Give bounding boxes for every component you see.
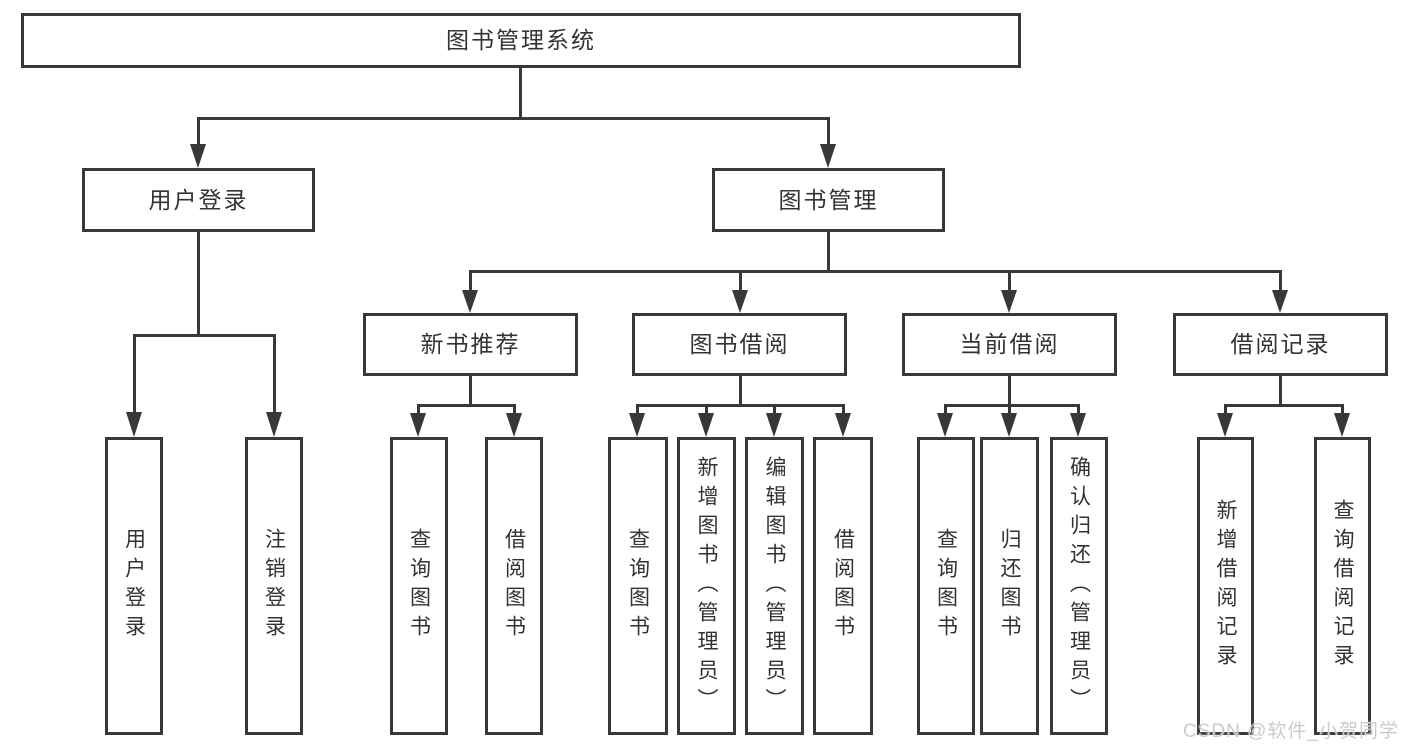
connector-arrow-stem-query-borrow-record [1341, 404, 1344, 416]
connector-arrow-stem-query-books-recommend [417, 404, 420, 416]
arrowhead-leaf-user-login [126, 412, 142, 437]
leaf-query-borrow-record: 查询借阅记录 [1314, 437, 1371, 735]
connector-arrow-stem-edit-books [773, 404, 776, 416]
connector-arrow-stem-confirm-return [1077, 404, 1080, 416]
connector-arrow-stem-user-login [197, 117, 200, 147]
arrowhead-query-borrow-record [1334, 413, 1350, 437]
connector-arrow-stem-borrow-books-recommend [513, 404, 516, 416]
arrowhead-query-books-borrow [629, 413, 645, 437]
connector-root-stem [519, 68, 522, 118]
leaf-query-books-recommend: 查询图书 [390, 437, 448, 735]
node-new-book-recommend: 新书推荐 [363, 313, 578, 376]
connector-book-borrow-stem [739, 376, 742, 406]
connector-new-book-recommend-horizontal [417, 404, 516, 407]
connector-level3-horizontal [469, 270, 1281, 273]
node-book-management: 图书管理 [712, 168, 945, 232]
arrowhead-borrow-books-borrow [835, 413, 851, 437]
arrowhead-add-books [698, 413, 714, 437]
connector-current-borrow-horizontal [944, 404, 1080, 407]
leaf-query-books-borrow: 查询图书 [608, 437, 668, 735]
connector-arrow-stem-leaf-logout [273, 334, 276, 414]
arrowhead-user-login [190, 144, 206, 168]
connector-new-book-recommend-stem [469, 376, 472, 406]
leaf-add-books-admin: 新增图书（管理员） [677, 437, 736, 735]
leaf-confirm-return-admin: 确认归还（管理员） [1050, 437, 1108, 735]
connector-arrow-stem-add-borrow-record [1224, 404, 1227, 416]
leaf-borrow-books-recommend: 借阅图书 [485, 437, 543, 735]
leaf-add-borrow-record: 新增借阅记录 [1197, 437, 1254, 735]
arrowhead-book-management [820, 144, 836, 168]
connector-arrow-stem-query-books-current [944, 404, 947, 416]
node-borrow-records: 借阅记录 [1173, 313, 1388, 376]
arrowhead-edit-books [766, 413, 782, 437]
node-book-borrow: 图书借阅 [632, 313, 847, 376]
connector-book-management-stem [827, 232, 830, 272]
arrowhead-borrow-records [1272, 290, 1288, 313]
watermark: CSDN @软件_小贺同学 [1183, 721, 1399, 742]
arrowhead-return-books [1001, 413, 1017, 437]
arrowhead-borrow-books-recommend [506, 413, 522, 437]
arrowhead-new-book-recommend [462, 290, 478, 313]
connector-book-borrow-horizontal [636, 404, 845, 407]
connector-arrow-stem-query-books-borrow [636, 404, 639, 416]
leaf-user-login: 用户登录 [105, 437, 163, 735]
node-user-login: 用户登录 [82, 168, 315, 232]
node-root: 图书管理系统 [21, 13, 1021, 68]
connector-level2-horizontal [197, 117, 830, 120]
connector-arrow-stem-return-books [1008, 404, 1011, 416]
connector-arrow-stem-new-book-recommend [469, 270, 472, 292]
connector-arrow-stem-borrow-records [1279, 270, 1282, 292]
leaf-return-books: 归还图书 [980, 437, 1039, 735]
arrowhead-current-borrow [1001, 290, 1017, 313]
connector-arrow-stem-current-borrow [1008, 270, 1011, 292]
connector-user-login-stem [197, 232, 200, 335]
leaf-borrow-books-borrow: 借阅图书 [813, 437, 873, 735]
arrowhead-confirm-return [1070, 413, 1086, 437]
leaf-edit-books-admin: 编辑图书（管理员） [745, 437, 804, 735]
connector-borrow-records-stem [1279, 376, 1282, 406]
arrowhead-add-borrow-record [1217, 413, 1233, 437]
arrowhead-leaf-logout [266, 412, 282, 437]
connector-arrow-stem-leaf-user-login [133, 334, 136, 414]
connector-arrow-stem-borrow-books-borrow [842, 404, 845, 416]
arrowhead-query-books-recommend [410, 413, 426, 437]
connector-user-login-horizontal [133, 334, 276, 337]
connector-current-borrow-stem [1008, 376, 1011, 406]
leaf-logout: 注销登录 [245, 437, 303, 735]
arrowhead-query-books-current [937, 413, 953, 437]
connector-borrow-records-horizontal [1224, 404, 1344, 407]
arrowhead-book-borrow [732, 290, 748, 313]
connector-arrow-stem-add-books [705, 404, 708, 416]
connector-arrow-stem-book-management [827, 117, 830, 147]
connector-arrow-stem-book-borrow [739, 270, 742, 292]
node-current-borrow: 当前借阅 [902, 313, 1117, 376]
leaf-query-books-current: 查询图书 [917, 437, 975, 735]
